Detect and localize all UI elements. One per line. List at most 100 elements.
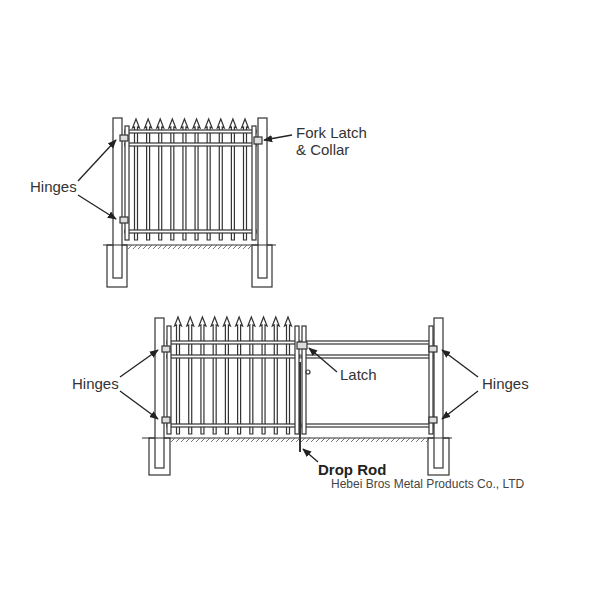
hatch-stroke — [201, 438, 205, 442]
picket — [260, 317, 267, 434]
double-gate — [142, 317, 452, 475]
hatch-stroke — [261, 438, 265, 442]
rail — [302, 341, 433, 344]
hatch-stroke — [203, 245, 207, 249]
hatch-stroke — [326, 438, 330, 442]
callout-label: Hinges — [72, 375, 119, 392]
leader-arrow — [120, 391, 158, 419]
hatch-stroke — [271, 438, 275, 442]
hatch-stroke — [168, 245, 172, 249]
rail — [125, 130, 256, 133]
picket — [272, 317, 279, 434]
hatch-stroke — [381, 438, 385, 442]
latch — [297, 342, 307, 349]
hatch-stroke — [193, 245, 197, 249]
hatch-stroke — [276, 438, 280, 442]
picket — [223, 317, 230, 434]
gate-post — [434, 318, 443, 468]
picket — [285, 317, 292, 434]
hatch-stroke — [226, 438, 230, 442]
hatch-stroke — [186, 438, 190, 442]
hatch-stroke — [361, 438, 365, 442]
hatch-stroke — [213, 245, 217, 249]
pickets — [133, 119, 249, 240]
hatch-stroke — [426, 438, 430, 442]
hatch-stroke — [158, 245, 162, 249]
hatch-stroke — [291, 438, 295, 442]
leader-arrow — [78, 140, 116, 181]
hatch-stroke — [133, 245, 137, 249]
gate-post — [155, 318, 164, 468]
hatch-stroke — [191, 438, 195, 442]
hatch-stroke — [356, 438, 360, 442]
leader-arrow — [303, 449, 318, 462]
picket — [199, 317, 206, 434]
hatch-stroke — [128, 245, 132, 249]
hatch-stroke — [248, 245, 252, 249]
ground-hatching — [128, 245, 430, 442]
hatch-stroke — [301, 438, 305, 442]
hatch-stroke — [211, 438, 215, 442]
leader-arrow — [309, 348, 337, 372]
hatch-stroke — [153, 245, 157, 249]
hatch-stroke — [316, 438, 320, 442]
callout-label: Hinges — [482, 375, 529, 392]
hatch-stroke — [411, 438, 415, 442]
picket — [217, 119, 224, 240]
hinge — [429, 417, 437, 423]
latch-handle — [306, 370, 310, 374]
hatch-stroke — [196, 438, 200, 442]
hatch-stroke — [143, 245, 147, 249]
picket — [157, 119, 164, 240]
callout-label: Latch — [340, 366, 377, 383]
callout-label: Hinges — [30, 178, 77, 195]
leader-arrow — [120, 350, 158, 377]
hatch-stroke — [243, 245, 247, 249]
callout-label: Fork Latch & Collar — [296, 124, 376, 159]
hatch-stroke — [148, 245, 152, 249]
hatch-stroke — [306, 438, 310, 442]
hatch-stroke — [421, 438, 425, 442]
hatch-stroke — [138, 245, 142, 249]
hatch-stroke — [221, 438, 225, 442]
hatch-stroke — [311, 438, 315, 442]
hatch-stroke — [396, 438, 400, 442]
hatch-stroke — [231, 438, 235, 442]
picket — [145, 119, 152, 240]
hatch-stroke — [331, 438, 335, 442]
hinge — [120, 135, 128, 141]
hatch-stroke — [386, 438, 390, 442]
picket — [211, 317, 218, 434]
hatch-stroke — [286, 438, 290, 442]
picket — [133, 119, 140, 240]
hatch-stroke — [366, 438, 370, 442]
hatch-stroke — [216, 438, 220, 442]
fork-latch — [254, 137, 262, 144]
rail — [167, 424, 300, 427]
hinge — [162, 417, 170, 423]
hatch-stroke — [236, 438, 240, 442]
picket — [175, 317, 182, 434]
watermark: Hebei Bros Metal Products Co., LTD — [331, 478, 524, 492]
picket — [205, 119, 212, 240]
hinge — [120, 217, 128, 223]
picket — [229, 119, 236, 240]
hatch-stroke — [296, 438, 300, 442]
hatch-stroke — [371, 438, 375, 442]
leader-arrow — [442, 350, 478, 377]
picket — [187, 317, 194, 434]
leader-arrow — [442, 391, 478, 419]
hatch-stroke — [406, 438, 410, 442]
hatch-stroke — [256, 438, 260, 442]
rail — [167, 341, 300, 344]
rail — [125, 230, 256, 233]
picket — [181, 119, 188, 240]
hatch-stroke — [198, 245, 202, 249]
picket — [248, 317, 255, 434]
rail — [302, 355, 433, 358]
hatch-stroke — [208, 245, 212, 249]
hatch-stroke — [218, 245, 222, 249]
hatch-stroke — [183, 245, 187, 249]
pickets — [175, 317, 292, 434]
hatch-stroke — [251, 438, 255, 442]
